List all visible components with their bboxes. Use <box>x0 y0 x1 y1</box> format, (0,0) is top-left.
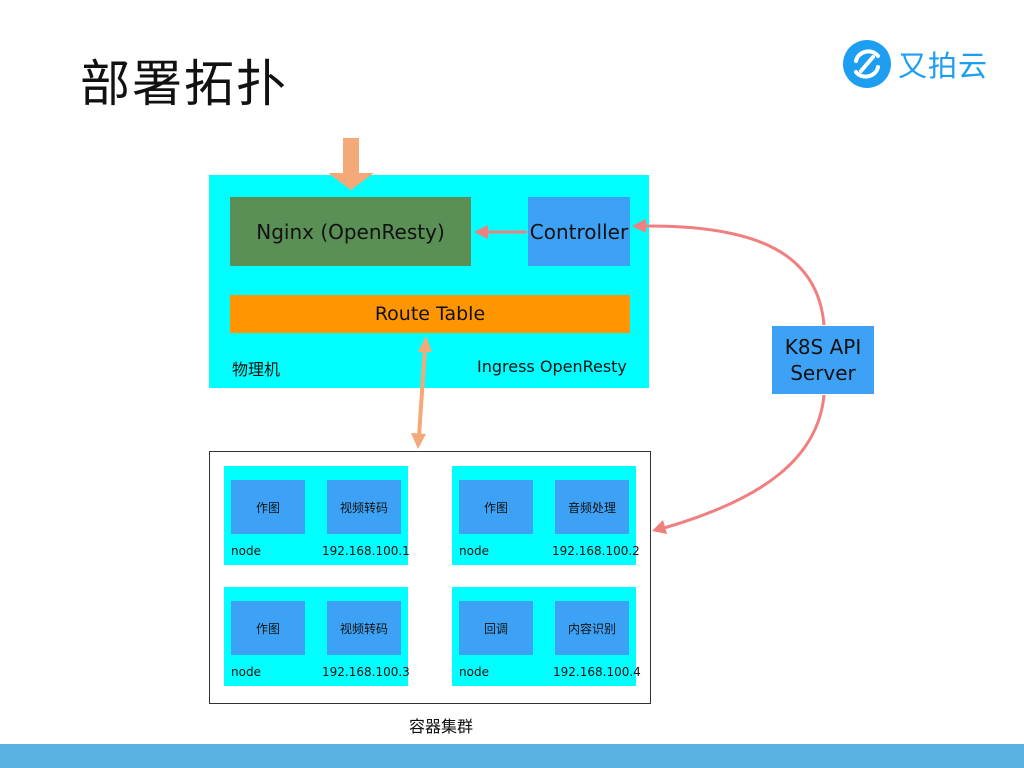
service-box: 作图 <box>459 480 533 534</box>
service-box: 作图 <box>231 480 305 534</box>
k8s-api-server-box: K8S API Server <box>772 326 874 394</box>
logo-text: 又拍云 <box>898 49 989 83</box>
container-cluster-label: 容器集群 <box>408 717 473 736</box>
k8s-label-line2: Server <box>790 361 856 385</box>
k8s-to-cluster-arrow <box>652 394 826 534</box>
node-ip-label: 192.168.100.2 <box>552 544 640 558</box>
node-ip-label: 192.168.100.3 <box>322 665 410 679</box>
route-table-box: Route Table <box>230 295 630 333</box>
node-ip-label: 192.168.100.4 <box>553 665 641 679</box>
node-ip-label: 192.168.100.1 <box>322 544 410 558</box>
controller-box: Controller <box>528 197 630 266</box>
service-box: 视频转码 <box>327 601 401 655</box>
physical-machine-label: 物理机 <box>232 360 281 379</box>
footer-bar <box>0 744 1024 768</box>
node-name-label: node <box>459 544 489 558</box>
service-box: 内容识别 <box>555 601 629 655</box>
upyun-logo: 又拍云 <box>842 38 988 90</box>
service-box: 视频转码 <box>327 480 401 534</box>
nginx-box: Nginx (OpenResty) <box>230 197 471 266</box>
service-box: 回调 <box>459 601 533 655</box>
ingress-label: Ingress OpenResty <box>477 357 627 376</box>
k8s-label-line1: K8S API <box>784 335 862 359</box>
node-name-label: node <box>231 544 261 558</box>
slide-title: 部署拓扑 <box>80 55 288 113</box>
node-name-label: node <box>459 665 489 679</box>
node-name-label: node <box>231 665 261 679</box>
upyun-logo-icon <box>843 40 891 88</box>
service-box: 音频处理 <box>555 480 629 534</box>
service-box: 作图 <box>231 601 305 655</box>
k8s-to-controller-arrow <box>632 219 826 326</box>
